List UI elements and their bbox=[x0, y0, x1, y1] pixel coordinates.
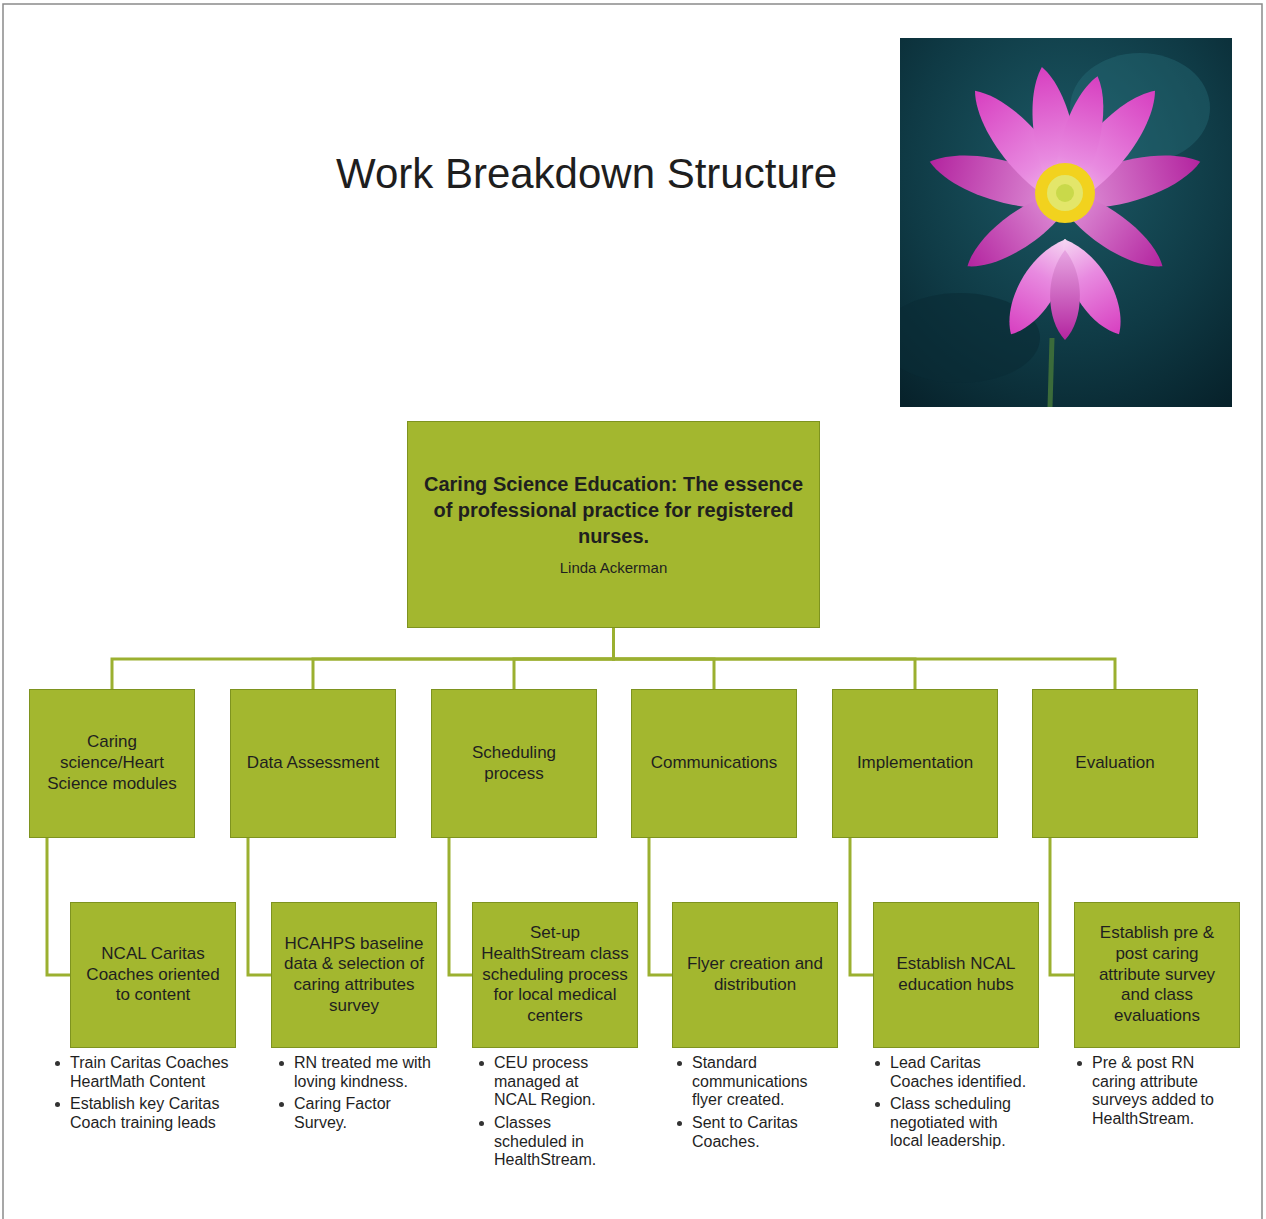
bullet-note: Caring Factor Survey. bbox=[274, 1095, 434, 1132]
task-box: Establish NCAL education hubs bbox=[873, 902, 1039, 1048]
box-text: Set-up HealthStream class scheduling pro… bbox=[481, 923, 629, 1027]
lotus-illustration bbox=[900, 38, 1232, 407]
category-box: Caring science/Heart Science modules bbox=[29, 689, 195, 838]
bullet-note: Sent to Caritas Coaches. bbox=[672, 1114, 832, 1151]
bullet-dot bbox=[55, 1061, 60, 1066]
box-text: Evaluation bbox=[1075, 753, 1154, 774]
connector-line bbox=[313, 628, 614, 689]
box-text: NCAL Caritas Coaches oriented to content bbox=[79, 944, 227, 1006]
box-text: Caring science/Heart Science modules bbox=[38, 732, 186, 794]
bullet-text: Classes scheduled in HealthStream. bbox=[494, 1114, 596, 1168]
bullet-text: RN treated me with loving kindness. bbox=[294, 1054, 431, 1090]
bullet-note: Pre & post RN caring attribute surveys a… bbox=[1072, 1054, 1242, 1129]
box-text: Data Assessment bbox=[247, 753, 379, 774]
bullet-note: Classes scheduled in HealthStream. bbox=[474, 1114, 624, 1170]
connector-line bbox=[514, 628, 614, 689]
task-box: Establish pre & post caring attribute su… bbox=[1074, 902, 1240, 1048]
category-box: Communications bbox=[631, 689, 797, 838]
bullet-text: Pre & post RN caring attribute surveys a… bbox=[1092, 1054, 1214, 1127]
category-box: Evaluation bbox=[1032, 689, 1198, 838]
task-box: HCAHPS baseline data & selection of cari… bbox=[271, 902, 437, 1048]
bullet-note: Train Caritas Coaches HeartMath Content bbox=[50, 1054, 235, 1091]
connector-line bbox=[112, 628, 614, 689]
bullet-dot bbox=[677, 1121, 682, 1126]
connector-line bbox=[850, 838, 873, 975]
box-text: Establish NCAL education hubs bbox=[882, 954, 1030, 995]
bullet-text: Caring Factor Survey. bbox=[294, 1095, 391, 1131]
bullet-note: RN treated me with loving kindness. bbox=[274, 1054, 434, 1091]
box-subtext: Linda Ackerman bbox=[560, 559, 668, 577]
bullet-dot bbox=[279, 1102, 284, 1107]
bullet-dot bbox=[279, 1061, 284, 1066]
bullet-text: Establish key Caritas Coach training lea… bbox=[70, 1095, 219, 1131]
bullet-note: Establish key Caritas Coach training lea… bbox=[50, 1095, 235, 1132]
bullet-dot bbox=[479, 1121, 484, 1126]
bullet-note: Standard communications flyer created. bbox=[672, 1054, 832, 1110]
bullet-text: Standard communications flyer created. bbox=[692, 1054, 808, 1108]
bullet-note: CEU process managed at NCAL Region. bbox=[474, 1054, 624, 1110]
bullet-dot bbox=[875, 1061, 880, 1066]
connector-line bbox=[47, 838, 70, 975]
bullet-text: Class scheduling negotiated with local l… bbox=[890, 1095, 1011, 1149]
box-text: Flyer creation and distribution bbox=[681, 954, 829, 995]
root-box: Caring Science Education: The essence of… bbox=[407, 421, 820, 628]
box-text: Communications bbox=[651, 753, 778, 774]
category-box: Scheduling process bbox=[431, 689, 597, 838]
bullet-note: Class scheduling negotiated with local l… bbox=[870, 1095, 1030, 1151]
bullet-text: Lead Caritas Coaches identified. bbox=[890, 1054, 1026, 1090]
connector-line bbox=[614, 628, 1116, 689]
connector-line bbox=[449, 838, 472, 975]
diagram-title: Work Breakdown Structure bbox=[336, 150, 837, 198]
task-box: Flyer creation and distribution bbox=[672, 902, 838, 1048]
bullet-dot bbox=[55, 1102, 60, 1107]
box-text: HCAHPS baseline data & selection of cari… bbox=[280, 934, 428, 1017]
connector-line bbox=[248, 838, 271, 975]
box-text: Implementation bbox=[857, 753, 973, 774]
bullet-dot bbox=[677, 1061, 682, 1066]
box-text: Establish pre & post caring attribute su… bbox=[1083, 923, 1231, 1027]
connector-line bbox=[1050, 838, 1074, 975]
box-text: Caring Science Education: The essence of… bbox=[416, 471, 811, 549]
connector-line bbox=[649, 838, 672, 975]
bullet-dot bbox=[479, 1061, 484, 1066]
task-box: Set-up HealthStream class scheduling pro… bbox=[472, 902, 638, 1048]
category-box: Data Assessment bbox=[230, 689, 396, 838]
box-text: Scheduling process bbox=[440, 743, 588, 784]
bullet-note: Lead Caritas Coaches identified. bbox=[870, 1054, 1030, 1091]
bullet-text: Sent to Caritas Coaches. bbox=[692, 1114, 798, 1150]
category-box: Implementation bbox=[832, 689, 998, 838]
bullet-text: CEU process managed at NCAL Region. bbox=[494, 1054, 596, 1108]
bullet-dot bbox=[1077, 1061, 1082, 1066]
bullet-dot bbox=[875, 1102, 880, 1107]
bullet-text: Train Caritas Coaches HeartMath Content bbox=[70, 1054, 229, 1090]
task-box: NCAL Caritas Coaches oriented to content bbox=[70, 902, 236, 1048]
